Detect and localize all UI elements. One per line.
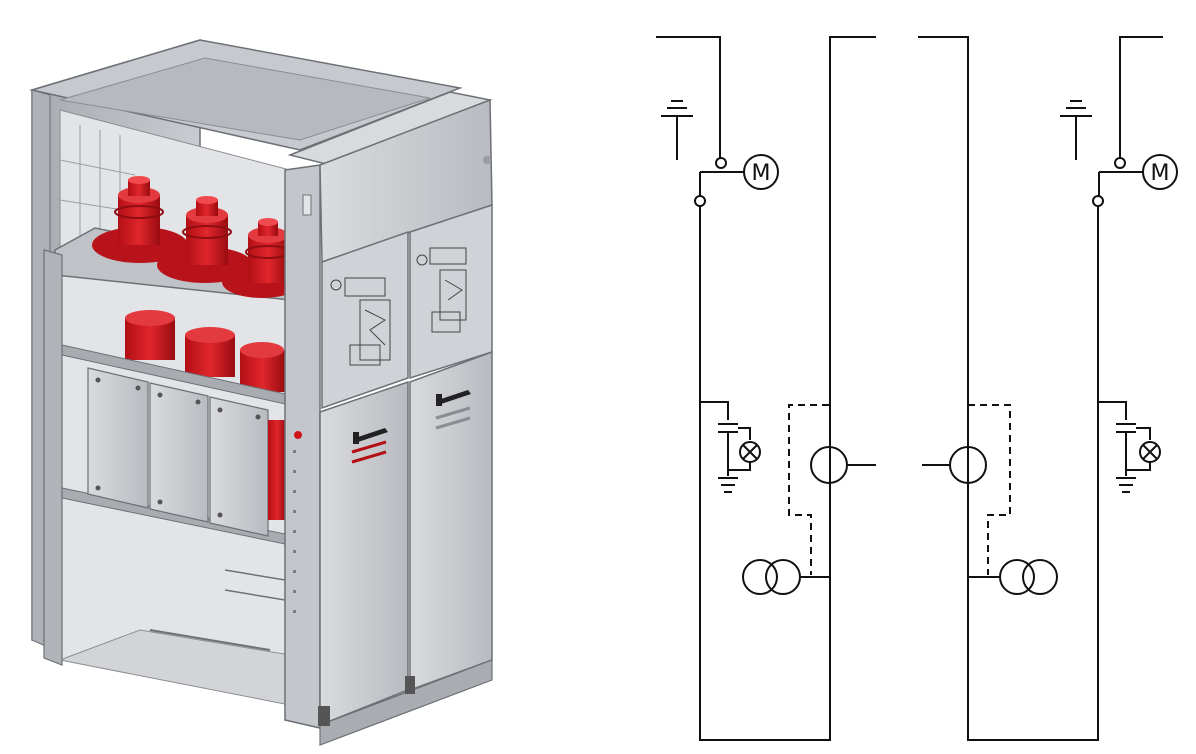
left-motor-label: M: [752, 161, 771, 186]
lower-red-cylinders: [125, 310, 285, 392]
insulator-3: [222, 218, 302, 298]
right-top-feeder-line: [1119, 36, 1163, 158]
insulator-1: [92, 176, 188, 263]
right-voltage-transformer-icon: [968, 559, 1058, 595]
ct-panels: [87, 367, 269, 537]
cabinet-base-plinth: [319, 659, 493, 746]
lower-door-right: [409, 350, 493, 692]
left-dashed-enclosure: [788, 404, 829, 575]
right-dashed-enclosure: [968, 404, 1011, 575]
left-earthing-switch-symbol: [661, 100, 693, 160]
switchgear-cabinet-illustration: [29, 38, 493, 746]
red-element-lower: [268, 420, 286, 520]
right-top-line: [918, 36, 1099, 741]
right-earthing-switch-symbol: [1060, 100, 1092, 160]
mechanism-panel-right: [409, 203, 493, 380]
left-voltage-indicator: [700, 401, 761, 493]
right-voltage-indicator: [1098, 401, 1161, 493]
right-motor-symbol: [1142, 154, 1178, 190]
schematic-left-half: M: [656, 36, 876, 741]
cabinet-front-post-right: [284, 164, 321, 729]
mechanism-panel-left: [321, 230, 409, 410]
door-handles: [351, 390, 471, 464]
lower-door-left: [319, 380, 409, 727]
right-motor-label: M: [1151, 161, 1170, 186]
left-main-loop: [699, 36, 876, 741]
left-motor-symbol: [743, 154, 779, 190]
right-current-transformer-icon: [949, 446, 987, 484]
left-indicator-lamp-icon: [739, 441, 761, 463]
right-indicator-lamp-icon: [1139, 441, 1161, 463]
cabinet-front-post-left: [43, 249, 63, 666]
left-contact-dot-top: [715, 157, 727, 169]
left-contact-dot-bottom: [694, 195, 706, 207]
left-voltage-transformer-icon: [742, 559, 830, 595]
right-contact-dot-bottom: [1092, 195, 1104, 207]
right-contact-dot-top: [1114, 157, 1126, 169]
schematic-right-half: M: [918, 36, 1178, 741]
left-current-transformer-icon: [810, 446, 848, 484]
busbar-insulators: [92, 176, 302, 298]
left-top-feeder-line: [656, 36, 721, 158]
